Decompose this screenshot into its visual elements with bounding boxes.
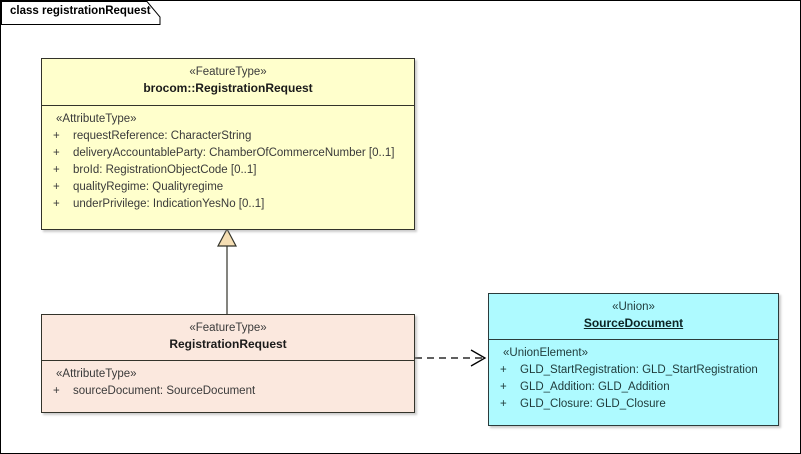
attribute-row[interactable]: + broId: RegistrationObjectCode [0..1]	[42, 162, 410, 179]
visibility-marker: +	[500, 364, 507, 376]
attribute-text: broId: RegistrationObjectCode [0..1]	[73, 164, 257, 176]
class-compartment-divider	[489, 339, 778, 340]
class-stereotype: «FeatureType»	[189, 66, 267, 78]
visibility-marker: +	[500, 381, 507, 393]
attribute-text: GLD_StartRegistration: GLD_StartRegistra…	[520, 364, 758, 376]
attributes-compartment: «UnionElement» + GLD_StartRegistration: …	[489, 340, 778, 418]
attribute-row[interactable]: + qualityRegime: Qualityregime	[42, 179, 410, 196]
visibility-marker: +	[53, 385, 60, 397]
class-compartment-divider	[42, 105, 414, 106]
class-header: «Union» SourceDocument	[489, 294, 778, 339]
visibility-marker: +	[53, 147, 60, 159]
class-stereotype: «FeatureType»	[189, 322, 267, 334]
class-compartment-divider	[42, 360, 414, 361]
attribute-text: underPrivilege: IndicationYesNo [0..1]	[73, 198, 265, 210]
attributes-compartment: «AttributeType» + sourceDocument: Source…	[42, 361, 414, 405]
attribute-text: GLD_Addition: GLD_Addition	[520, 381, 670, 393]
attribute-row[interactable]: + sourceDocument: SourceDocument	[42, 383, 410, 400]
attribute-row[interactable]: + requestReference: CharacterString	[42, 128, 410, 145]
compartment-stereotype: «UnionElement»	[503, 347, 589, 359]
visibility-marker: +	[53, 164, 60, 176]
attribute-row[interactable]: + GLD_Addition: GLD_Addition	[489, 379, 774, 396]
compartment-stereotype: «AttributeType»	[56, 368, 137, 380]
class-box-registrationrequest[interactable]: «FeatureType» RegistrationRequest «Attri…	[41, 314, 415, 413]
attribute-row[interactable]: + GLD_Closure: GLD_Closure	[489, 396, 774, 413]
visibility-marker: +	[53, 181, 60, 193]
diagram-frame-tab: class registrationRequest	[1, 1, 161, 25]
class-header: «FeatureType» RegistrationRequest	[42, 315, 414, 360]
class-box-brocom-registrationrequest[interactable]: «FeatureType» brocom::RegistrationReques…	[41, 58, 415, 230]
dependency-arrowhead	[470, 349, 487, 367]
class-name: RegistrationRequest	[169, 337, 287, 351]
attributes-compartment: «AttributeType» + requestReference: Char…	[42, 106, 414, 218]
visibility-marker: +	[53, 198, 60, 210]
class-box-sourcedocument[interactable]: «Union» SourceDocument «UnionElement» + …	[488, 293, 779, 426]
visibility-marker: +	[53, 130, 60, 142]
attribute-text: deliveryAccountableParty: ChamberOfComme…	[73, 147, 395, 159]
generalization-connector	[217, 227, 237, 314]
compartment-stereotype: «AttributeType»	[56, 113, 137, 125]
generalization-arrowhead	[217, 227, 237, 247]
attribute-text: qualityRegime: Qualityregime	[73, 181, 224, 193]
class-stereotype: «Union»	[612, 301, 655, 313]
diagram-title: class registrationRequest	[10, 5, 151, 17]
attribute-text: requestReference: CharacterString	[73, 130, 252, 142]
attribute-text: sourceDocument: SourceDocument	[73, 385, 256, 397]
frame-tab-shape	[1, 1, 161, 25]
class-header: «FeatureType» brocom::RegistrationReques…	[42, 59, 414, 105]
dependency-connector	[415, 349, 487, 367]
attribute-row[interactable]: + deliveryAccountableParty: ChamberOfCom…	[42, 145, 410, 162]
class-name: brocom::RegistrationRequest	[143, 81, 313, 95]
class-name: SourceDocument	[583, 316, 684, 330]
visibility-marker: +	[500, 398, 507, 410]
attribute-row[interactable]: + underPrivilege: IndicationYesNo [0..1]	[42, 196, 410, 213]
attribute-text: GLD_Closure: GLD_Closure	[520, 398, 666, 410]
attribute-row[interactable]: + GLD_StartRegistration: GLD_StartRegist…	[489, 362, 774, 379]
